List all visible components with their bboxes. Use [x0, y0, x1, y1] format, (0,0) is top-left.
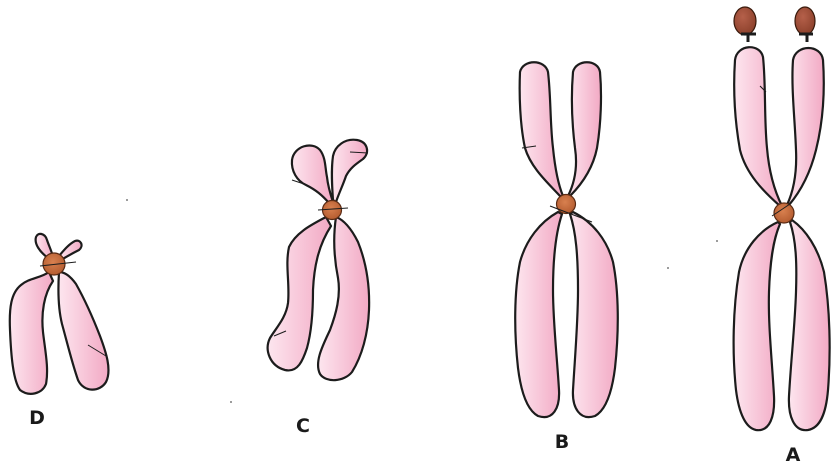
chromosome-a [734, 7, 830, 430]
chromosome-c-short-arm-left [292, 145, 333, 203]
chromosome-b-upper-arm-left [520, 62, 563, 196]
speck [126, 199, 128, 201]
chromosome-a-label: A [786, 444, 801, 465]
chromosome-d-label: D [29, 407, 45, 429]
chromosome-b-lower-arm-right [570, 212, 618, 417]
speck [667, 267, 669, 269]
chromosome-a-upper-arm-right [787, 48, 824, 205]
speck [230, 401, 232, 403]
chromosome-b-centromere [557, 195, 576, 214]
chromosome-d-long-arm-left [10, 272, 53, 394]
chromosome-c [268, 140, 369, 380]
chromosome-a-upper-arm-left [734, 47, 782, 206]
chromosome-a-lower-arm-left [734, 222, 780, 430]
chromosome-d [10, 234, 109, 394]
chromosome-a-satellite-left [734, 7, 756, 35]
chromosome-b-upper-arm-right [568, 62, 601, 196]
chromosome-c-label: C [296, 415, 310, 437]
chromosome-b-label: B [555, 431, 569, 453]
speck [716, 240, 718, 242]
chromosome-c-short-arm-right [332, 140, 367, 202]
chromosome-b [515, 62, 618, 417]
chromosome-b-lower-arm-left [515, 212, 562, 417]
chromosome-d-long-arm-right [58, 272, 108, 390]
chromosome-a-satellite-right [795, 7, 815, 35]
chromosome-c-long-arm-right [318, 217, 369, 380]
chromosome-a-lower-arm-right [789, 220, 830, 430]
